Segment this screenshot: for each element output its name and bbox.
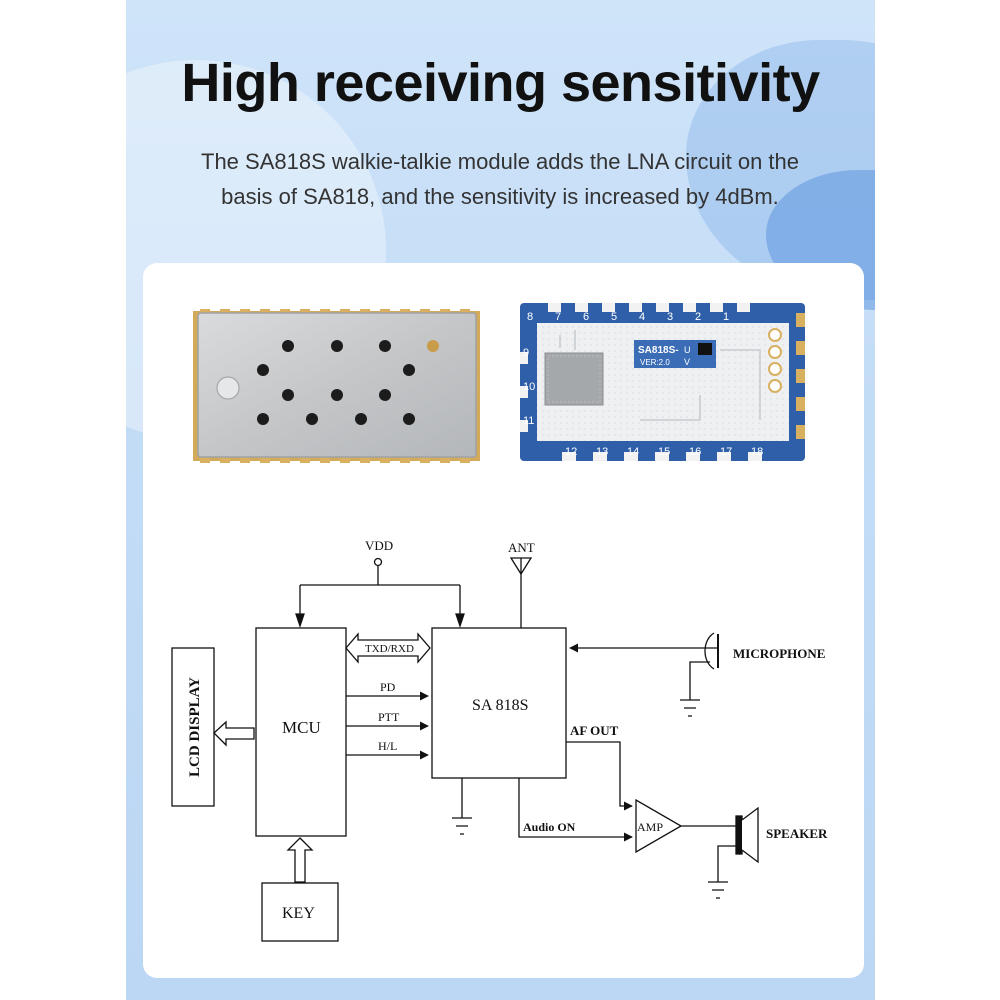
module-ground: [452, 778, 472, 835]
pin-number: 2: [695, 311, 701, 323]
pin-number: 17: [720, 446, 732, 458]
vdd-label: VDD: [365, 538, 393, 553]
speaker-ground: [708, 845, 736, 899]
pin-number: 5: [611, 311, 617, 323]
pin-number: 1: [723, 311, 729, 323]
pin-number: 14: [627, 446, 639, 458]
audio-on-line: [518, 778, 633, 842]
speaker-icon: [735, 815, 743, 855]
pcb-pads: [520, 303, 805, 461]
key-label: KEY: [282, 905, 315, 922]
hl-label: H/L: [378, 739, 397, 753]
pin-number: 4: [639, 311, 645, 323]
vdd-terminal: [373, 557, 383, 567]
ptt-label: PTT: [378, 710, 400, 724]
shield-gold-dot: [427, 340, 439, 352]
speaker-label: SPEAKER: [766, 826, 828, 841]
ant-label: ANT: [508, 540, 535, 555]
mcu-block: [255, 627, 347, 837]
pcb-pin-numbers: 8 7 6 5 4 3 2 1 9 10 11 12 13 14 15 16 17 18: [523, 311, 763, 458]
module-shield-photo: [193, 309, 480, 463]
pcb-version: VER:2.0: [640, 358, 670, 367]
shield-screw-hole: [216, 376, 240, 400]
microphone-ground: [680, 661, 710, 717]
sa818s-block: [431, 627, 567, 779]
shield-vent-holes: [257, 340, 415, 425]
sa818s-label: SA 818S: [472, 697, 528, 714]
pin-number: 12: [565, 446, 577, 458]
amp-label: AMP: [637, 820, 663, 834]
pin-number: 16: [689, 446, 701, 458]
subtitle-line-1: The SA818S walkie-talkie module adds the…: [201, 149, 799, 174]
pin-number: 15: [658, 446, 670, 458]
af-out-line: [566, 741, 633, 811]
microphone-icon: [704, 632, 715, 670]
vdd-wires: [299, 566, 461, 622]
pd-label: PD: [380, 680, 396, 694]
pin-number: 18: [751, 446, 763, 458]
pin-number: 3: [667, 311, 673, 323]
lcd-display-block: [171, 647, 215, 807]
pin-number: 13: [596, 446, 608, 458]
module-pcb-photo: SA818S- VER:2.0 U V 8 7 6 5 4 3 2 1 9 10 11 12 13 14 1…: [520, 303, 805, 461]
subtitle-line-2: basis of SA818, and the sensitivity is i…: [221, 184, 779, 209]
mcu-label: MCU: [282, 718, 321, 737]
shield-pads: [200, 309, 470, 463]
audio-on-label: Audio ON: [523, 820, 576, 834]
amp-symbol: [635, 798, 683, 854]
txd-rxd-bus-arrow: [345, 632, 431, 664]
lcd-bus-arrow: [213, 720, 255, 747]
page-subtitle: The SA818S walkie-talkie module adds the…: [150, 144, 850, 214]
pcb-mark-v: V: [684, 357, 690, 367]
pcb-mark-u: U: [684, 345, 691, 355]
pin-number: 6: [583, 311, 589, 323]
pcb-chip: [544, 352, 604, 406]
shield-can: [197, 312, 477, 458]
pcb-traces: [559, 330, 761, 421]
diagram-labels: VDD ANT TXD/RXD PD PTT H/L MCU SA 818S L…: [187, 538, 828, 922]
pin-number: 7: [555, 311, 561, 323]
lcd-display-label: LCD DISPLAY: [187, 677, 203, 777]
key-block: [261, 882, 339, 942]
pin-number: 10: [523, 381, 535, 393]
pcb-label: SA818S-: [638, 345, 679, 356]
txd-rxd-label: TXD/RXD: [365, 643, 414, 655]
block-diagram: [171, 557, 759, 942]
vdd-arrows: [295, 613, 465, 629]
key-bus-arrow: [286, 837, 314, 883]
microphone-label: MICROPHONE: [733, 646, 825, 661]
pin-number: 8: [527, 311, 533, 323]
pin-number: 9: [523, 347, 529, 359]
page-title: High receiving sensitivity: [181, 53, 820, 113]
pcb-right-pads: [768, 328, 782, 393]
af-out-label: AF OUT: [570, 723, 619, 738]
pin-number: 11: [523, 415, 534, 427]
